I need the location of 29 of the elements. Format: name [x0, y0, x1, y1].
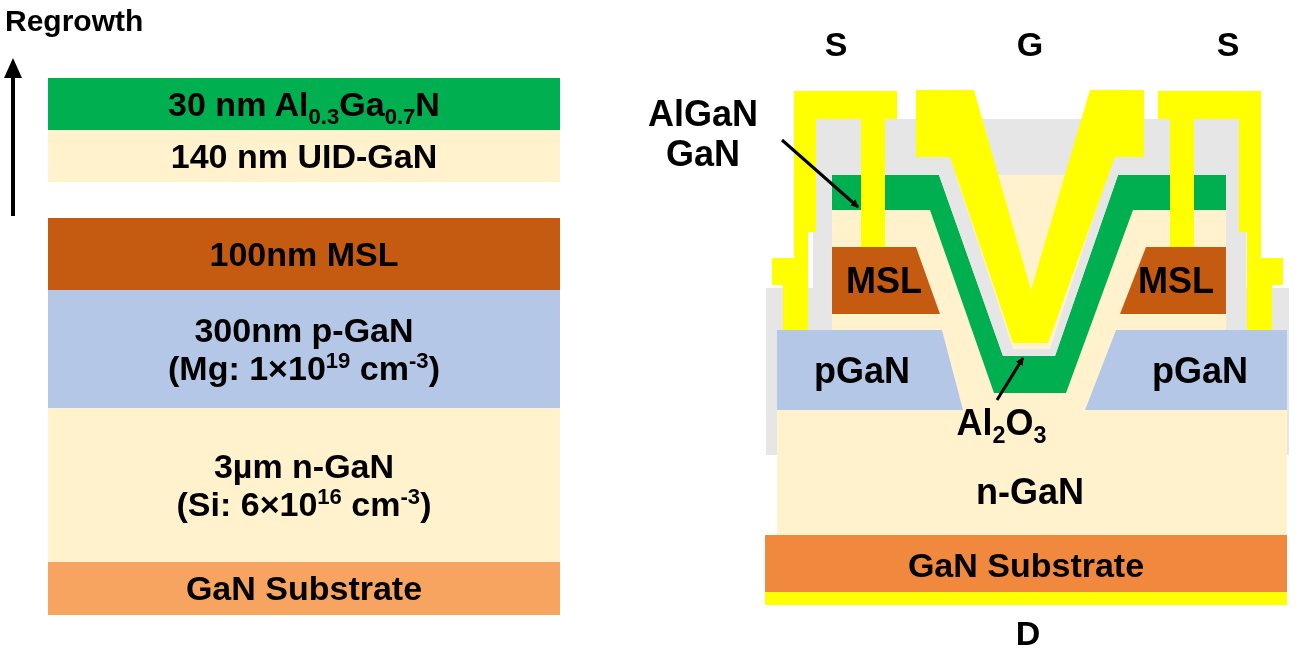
- layer-label: Al$_{2}$O$_{3}$: [956, 402, 1047, 444]
- region-label: GaN Substrate: [907, 547, 1145, 585]
- layer-label: GaN Substrate: [185, 569, 423, 608]
- layer-label: 140 nm UID-GaN: [170, 136, 438, 176]
- region-label: MSL: [846, 261, 922, 301]
- uid-gan-layer: [48, 130, 560, 182]
- layer-label: AlGaN: [648, 93, 758, 134]
- terminal-label: G: [1016, 26, 1044, 64]
- layer-label: (Si: 6×10$^{16}$ cm$^{-3}$): [176, 485, 432, 524]
- layer-label: 30 nm Al$_{0.3}$Ga$_{0.7}$N: [168, 84, 440, 124]
- layer-label: GaN: [666, 134, 740, 175]
- terminal-label: S: [1216, 26, 1240, 64]
- region-label: pGaN: [814, 351, 910, 391]
- region-label: n-GaN: [976, 472, 1084, 512]
- substrate-layer: [48, 562, 560, 615]
- p-gan-layer: [48, 290, 560, 408]
- layer-label: 3µm n-GaN: [213, 446, 395, 485]
- region-label: MSL: [1138, 261, 1214, 301]
- msl-layer: [48, 218, 560, 290]
- growth-direction-label: Regrowth: [5, 4, 144, 38]
- region-label: pGaN: [1152, 351, 1248, 391]
- leader-arrow: [781, 138, 859, 209]
- n-gan-layer: [48, 408, 560, 562]
- terminal-label: D: [1015, 615, 1041, 653]
- algan-layer: [48, 78, 560, 130]
- layer-label: 100nm MSL: [209, 234, 399, 274]
- layer-label: (Mg: 1×10$^{19}$ cm$^{-3}$): [168, 349, 440, 388]
- layer-label: 300nm p-GaN: [194, 310, 414, 349]
- terminal-label: S: [824, 26, 848, 64]
